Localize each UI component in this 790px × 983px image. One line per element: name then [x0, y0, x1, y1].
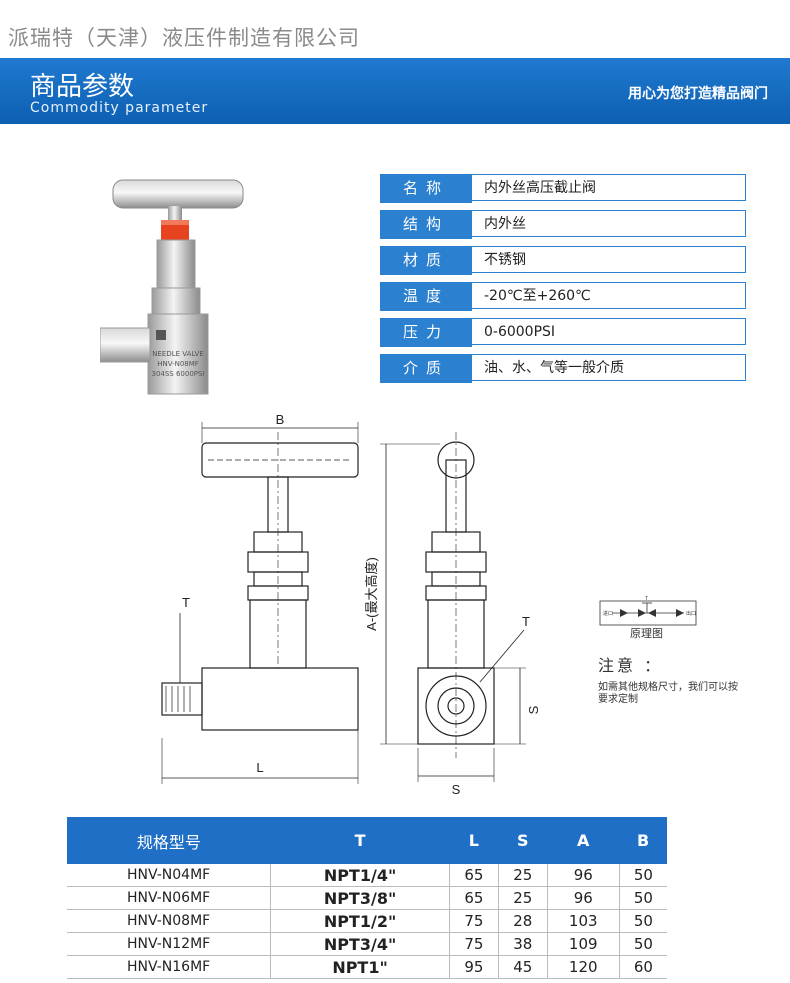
param-row: 介质油、水、气等一般介质: [380, 354, 746, 383]
photo-mark-2: HNV-N08MF: [157, 360, 199, 368]
spec-cell: 120: [546, 955, 620, 979]
dim-t2-label: T: [522, 614, 530, 629]
schematic-out: 出口: [686, 610, 696, 617]
photo-mark-3: 304SS 6000PSI: [151, 370, 204, 378]
spec-cell: 50: [618, 909, 667, 933]
schematic-caption: 原理图: [630, 627, 663, 640]
spec-cell: 25: [497, 864, 548, 887]
schematic-t: T: [645, 596, 648, 602]
param-row: 材质不锈钢: [380, 246, 746, 275]
spec-cell: NPT1": [270, 955, 450, 979]
dim-s-bottom-label: S: [452, 782, 461, 797]
param-value: 不锈钢: [472, 246, 746, 273]
spec-header: T: [270, 817, 450, 864]
table-row: HNV-N16MF NPT1" 95 45 120 60: [67, 955, 667, 979]
company-name: 派瑞特（天津）液压件制造有限公司: [8, 26, 360, 50]
param-label: 材质: [380, 246, 472, 275]
spec-cell: HNV-N16MF: [67, 955, 271, 979]
spec-cell: 103: [546, 909, 620, 933]
param-row: 温度-20℃至+260℃: [380, 282, 746, 311]
spec-cell: HNV-N12MF: [67, 932, 271, 956]
spec-cell: 109: [546, 932, 620, 956]
param-label: 名称: [380, 174, 472, 203]
table-row: HNV-N08MF NPT1/2" 75 28 103 50: [67, 909, 667, 933]
dim-b-label: B: [276, 412, 285, 427]
dim-a-label: A-(最大高度): [364, 557, 379, 631]
spec-cell: NPT1/2": [270, 909, 450, 933]
technical-drawing: B T L T S S A-(最大高度): [161, 412, 541, 797]
spec-cell: 45: [497, 955, 548, 979]
spec-header: S: [498, 817, 548, 864]
spec-cell: 96: [546, 864, 620, 887]
spec-cell: 50: [618, 886, 667, 910]
param-row: 名称内外丝高压截止阀: [380, 174, 746, 203]
param-label: 结构: [380, 210, 472, 239]
spec-cell: 75: [448, 909, 499, 933]
dim-t-label: T: [182, 595, 190, 610]
spec-table: 规格型号 T L S A B HNV-N04MF NPT1/4" 65 25 9…: [67, 817, 667, 979]
spec-cell: HNV-N06MF: [67, 886, 271, 910]
param-value: -20℃至+260℃: [472, 282, 746, 309]
note-text: 如需其他规格尺寸，我们可以按要求定制: [598, 682, 738, 705]
spec-header: A: [547, 817, 620, 864]
product-photo: NEEDLE VALVE HNV-N08MF 304SS 6000PSI: [100, 179, 244, 395]
table-row: HNV-N06MF NPT3/8" 65 25 96 50: [67, 886, 667, 910]
param-value: 内外丝高压截止阀: [472, 174, 746, 201]
spec-cell: 95: [448, 955, 499, 979]
banner-slogan: 用心为您打造精品阀门: [628, 86, 768, 102]
spec-cell: 38: [497, 932, 548, 956]
spec-header: L: [449, 817, 499, 864]
param-label: 温度: [380, 282, 472, 311]
spec-cell: HNV-N04MF: [67, 864, 271, 887]
spec-header-row: 规格型号 T L S A B: [67, 817, 667, 864]
note-title: 注意 ：: [598, 656, 664, 675]
spec-cell: 65: [448, 864, 499, 887]
spec-cell: 28: [497, 909, 548, 933]
spec-cell: 65: [448, 886, 499, 910]
spec-cell: 25: [497, 886, 548, 910]
param-row: 结构内外丝: [380, 210, 746, 239]
photo-mark-1: NEEDLE VALVE: [152, 350, 204, 358]
section-banner: 商品参数 Commodity parameter 用心为您打造精品阀门: [0, 58, 790, 124]
param-value: 油、水、气等一般介质: [472, 354, 746, 381]
dim-s-side-label: S: [526, 705, 541, 714]
param-value: 0-6000PSI: [472, 318, 746, 345]
table-row: HNV-N04MF NPT1/4" 65 25 96 50: [67, 864, 667, 887]
spec-cell: HNV-N08MF: [67, 909, 271, 933]
param-value: 内外丝: [472, 210, 746, 237]
param-label: 介质: [380, 354, 472, 383]
param-label: 压力: [380, 318, 472, 347]
spec-cell: NPT1/4": [270, 864, 450, 887]
spec-cell: NPT3/8": [270, 886, 450, 910]
spec-header: 规格型号: [67, 817, 271, 864]
spec-cell: NPT3/4": [270, 932, 450, 956]
principle-schematic: 进口 出口 T: [599, 596, 697, 626]
banner-title: 商品参数: [30, 72, 135, 102]
spec-header: B: [619, 817, 667, 864]
schematic-in: 进口: [603, 610, 613, 617]
banner-subtitle: Commodity parameter: [30, 100, 209, 116]
dim-l-label: L: [256, 760, 263, 775]
spec-cell: 50: [618, 864, 667, 887]
spec-cell: 75: [448, 932, 499, 956]
spec-cell: 96: [546, 886, 620, 910]
table-row: HNV-N12MF NPT3/4" 75 38 109 50: [67, 932, 667, 956]
spec-cell: 50: [618, 932, 667, 956]
spec-cell: 60: [618, 955, 667, 979]
